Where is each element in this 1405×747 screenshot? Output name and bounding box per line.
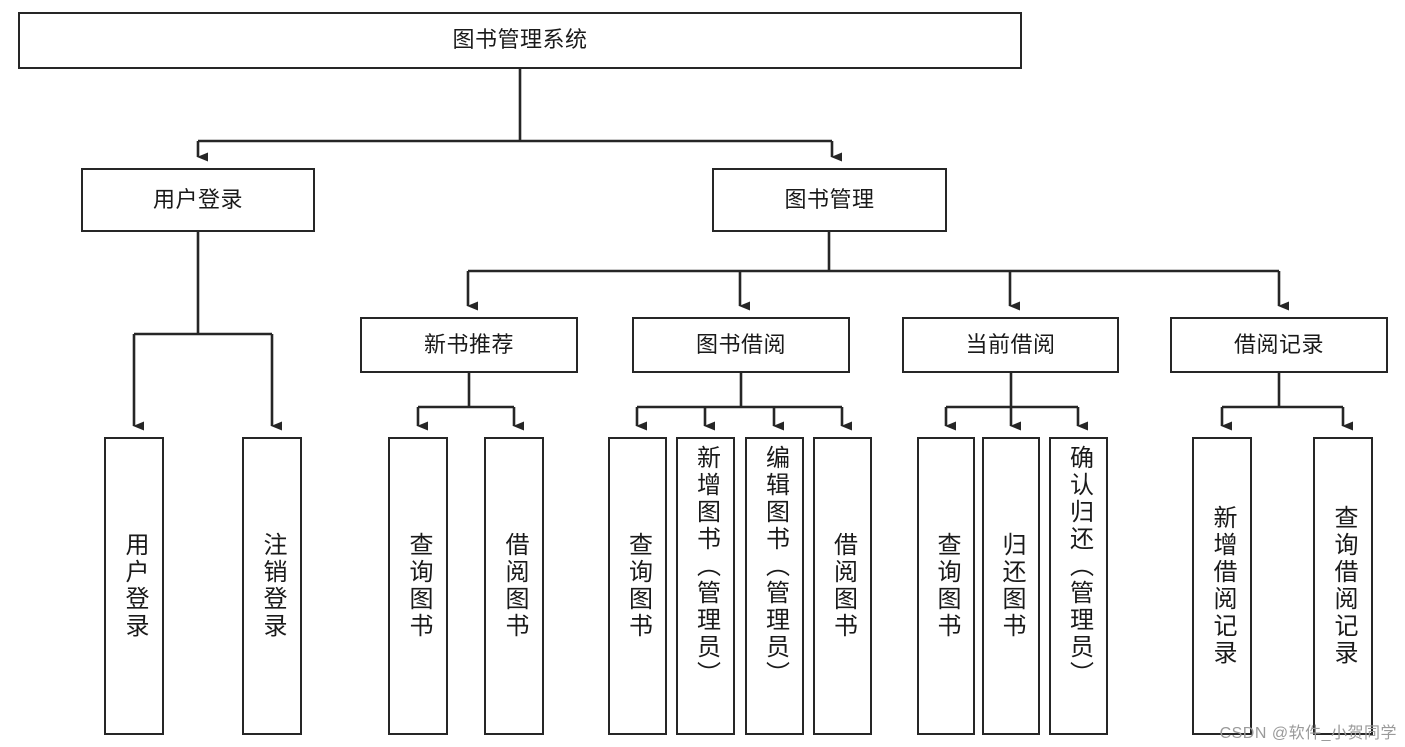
- node-leaf-borrow-book-2[interactable]: 借阅图书: [813, 437, 872, 735]
- node-leaf-query-book-3-label: 查询图书: [933, 532, 960, 640]
- node-leaf-query-book-2-label: 查询图书: [624, 532, 652, 640]
- node-borrow-record[interactable]: 借阅记录: [1170, 317, 1388, 373]
- node-leaf-confirm-return-admin[interactable]: 确认归还（管理员）: [1049, 437, 1108, 735]
- node-leaf-query-book-1-label: 查询图书: [405, 532, 432, 640]
- node-leaf-borrow-book-1-label: 借阅图书: [501, 532, 528, 640]
- node-leaf-logout[interactable]: 注销登录: [242, 437, 302, 735]
- node-book-borrow-label: 图书借阅: [695, 331, 786, 357]
- node-current-borrow-label: 当前借阅: [965, 331, 1056, 357]
- node-leaf-user-login[interactable]: 用户登录: [104, 437, 164, 735]
- node-root[interactable]: 图书管理系统: [18, 12, 1022, 69]
- node-leaf-query-book-3[interactable]: 查询图书: [917, 437, 975, 735]
- node-new-book-recommend-label: 新书推荐: [423, 331, 514, 357]
- node-root-label: 图书管理系统: [452, 27, 588, 53]
- node-leaf-edit-book-admin-label: 编辑图书（管理员）: [761, 445, 789, 688]
- node-leaf-return-book-label: 归还图书: [998, 532, 1025, 640]
- node-leaf-query-borrow-record[interactable]: 查询借阅记录: [1313, 437, 1373, 735]
- node-borrow-record-label: 借阅记录: [1233, 331, 1324, 357]
- node-leaf-edit-book-admin[interactable]: 编辑图书（管理员）: [745, 437, 804, 735]
- node-leaf-borrow-book-1[interactable]: 借阅图书: [484, 437, 544, 735]
- node-leaf-borrow-book-2-label: 借阅图书: [829, 532, 857, 640]
- node-leaf-return-book[interactable]: 归还图书: [982, 437, 1040, 735]
- node-leaf-add-book-admin-label: 新增图书（管理员）: [692, 445, 720, 688]
- node-leaf-add-book-admin[interactable]: 新增图书（管理员）: [676, 437, 735, 735]
- node-book-manage-label: 图书管理: [784, 186, 875, 212]
- node-book-borrow[interactable]: 图书借阅: [632, 317, 850, 373]
- node-leaf-query-book-1[interactable]: 查询图书: [388, 437, 448, 735]
- node-leaf-logout-label: 注销登录: [259, 532, 286, 640]
- node-leaf-query-book-2[interactable]: 查询图书: [608, 437, 667, 735]
- node-new-book-recommend[interactable]: 新书推荐: [360, 317, 578, 373]
- node-leaf-add-borrow-record[interactable]: 新增借阅记录: [1192, 437, 1252, 735]
- node-leaf-add-borrow-record-label: 新增借阅记录: [1209, 505, 1236, 667]
- node-leaf-user-login-label: 用户登录: [121, 532, 148, 640]
- node-current-borrow[interactable]: 当前借阅: [902, 317, 1119, 373]
- node-user-login-label: 用户登录: [152, 186, 243, 212]
- node-leaf-query-borrow-record-label: 查询借阅记录: [1330, 505, 1357, 667]
- node-book-manage[interactable]: 图书管理: [712, 168, 947, 232]
- node-user-login[interactable]: 用户登录: [81, 168, 315, 232]
- node-leaf-confirm-return-admin-label: 确认归还（管理员）: [1065, 445, 1093, 688]
